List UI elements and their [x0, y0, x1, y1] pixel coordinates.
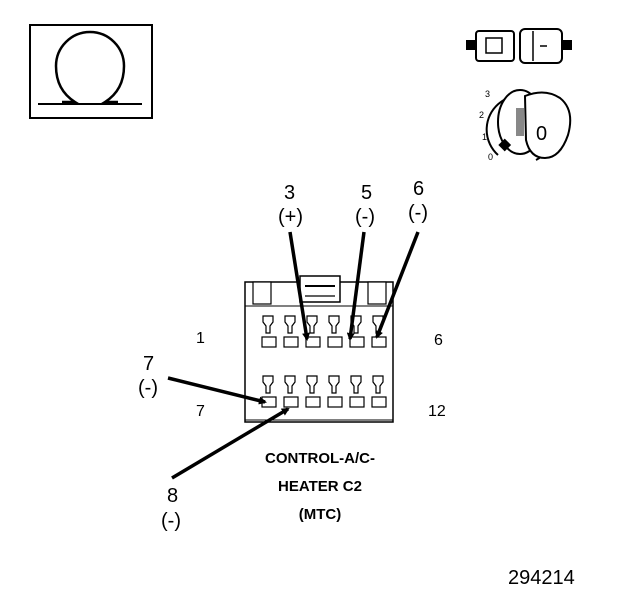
callout-pin-number: 3 — [284, 182, 295, 204]
callout-polarity: (+) — [278, 206, 303, 228]
callout-arrow — [375, 231, 420, 339]
pin-label-7: 7 — [196, 403, 205, 420]
callout-arrow — [171, 407, 290, 480]
key-position-3: 3 — [485, 89, 490, 99]
terminal-cavity-11 — [349, 375, 365, 408]
callout-polarity: (-) — [161, 510, 181, 532]
key-position-0: 0 — [488, 152, 493, 162]
callout-pin-number: 8 — [167, 485, 178, 507]
callout-polarity: (-) — [408, 202, 428, 224]
pin-label-6: 6 — [434, 332, 443, 349]
callout-pin-number: 6 — [413, 178, 424, 200]
callout-arrow — [346, 231, 366, 341]
terminal-cavity-4 — [327, 315, 343, 348]
figure-number: 294214 — [508, 567, 575, 589]
callout-pin-number: 5 — [361, 182, 372, 204]
callout-pin-5: 5 (-) — [346, 182, 375, 341]
bottom-terminal-row — [261, 375, 387, 408]
callout-polarity: (-) — [355, 206, 375, 228]
terminal-cavity-12 — [371, 375, 387, 408]
ignition-key-off-icon: 3 2 1 0 0 — [479, 89, 572, 162]
disconnected-connector-icon — [466, 28, 572, 64]
connector-caption-line-2: HEATER C2 — [278, 478, 362, 495]
key-position-1: 1 — [482, 132, 487, 142]
ohmmeter-omega-icon — [29, 24, 153, 119]
connector-caption-line-1: CONTROL-A/C- — [265, 450, 375, 467]
callout-pin-3: 3 (+) — [278, 182, 311, 341]
terminal-cavity-2 — [283, 315, 299, 348]
callout-arrow — [288, 231, 311, 341]
callout-pin-6: 6 (-) — [375, 178, 428, 339]
callout-polarity: (-) — [138, 377, 158, 399]
callout-pin-8: 8 (-) — [161, 407, 290, 532]
connector-caption-line-3: (MTC) — [299, 506, 341, 523]
terminal-cavity-10 — [327, 375, 343, 408]
terminal-cavity-9 — [305, 375, 321, 408]
terminal-cavity-1 — [261, 315, 277, 348]
callout-pin-number: 7 — [143, 353, 154, 375]
connector-body — [244, 275, 394, 423]
callout-pin-7: 7 (-) — [138, 353, 267, 405]
pin-label-1: 1 — [196, 330, 205, 347]
callout-arrow — [167, 376, 267, 405]
terminal-cavity-8 — [283, 375, 299, 408]
top-terminal-row — [261, 315, 387, 348]
terminal-cavity-3 — [305, 315, 321, 348]
key-position-2: 2 — [479, 110, 484, 120]
key-selected-position: 0 — [536, 123, 547, 145]
pin-label-12: 12 — [428, 403, 446, 420]
